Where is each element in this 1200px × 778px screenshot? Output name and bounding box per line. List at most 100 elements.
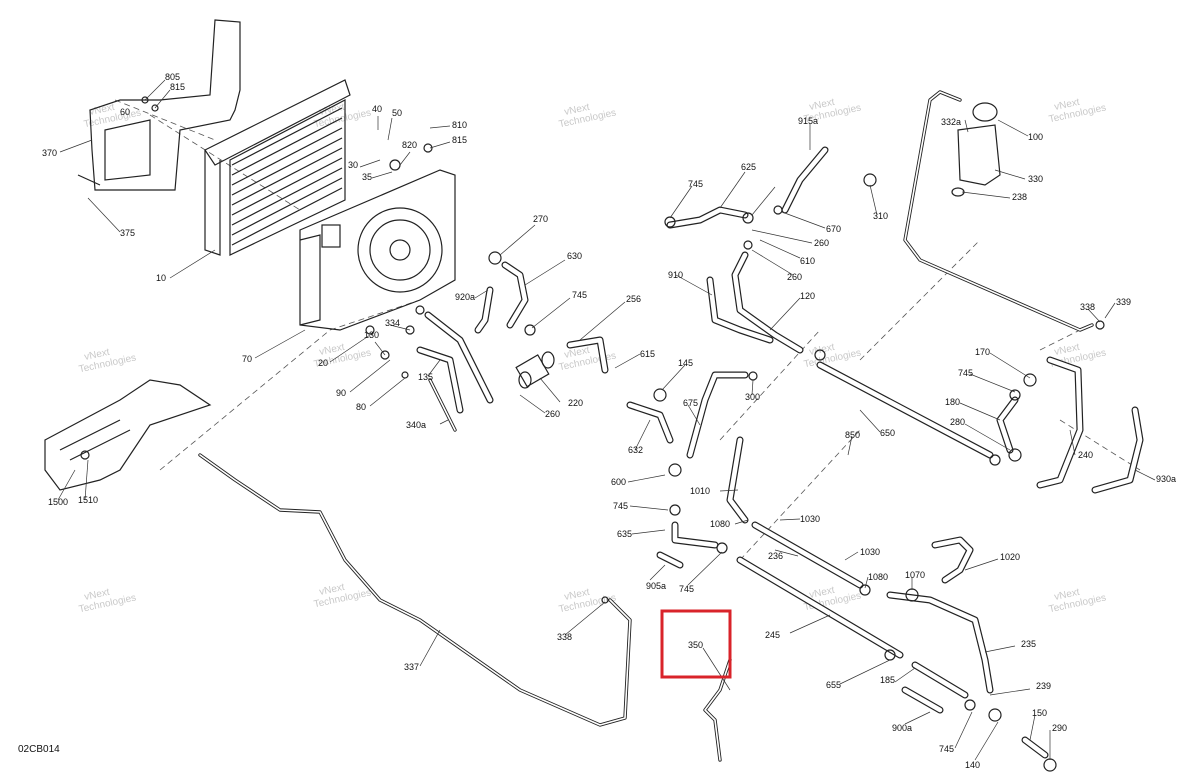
callout-610: 610 xyxy=(800,256,815,266)
callout-236: 236 xyxy=(768,551,783,561)
watermark-text: vNext xyxy=(563,345,591,361)
callout-1010: 1010 xyxy=(690,486,710,496)
callout-745: 745 xyxy=(939,744,954,754)
watermark-text: vNext xyxy=(88,102,116,118)
callout-632: 632 xyxy=(628,445,643,455)
leader-lines xyxy=(57,79,1156,761)
callout-338: 338 xyxy=(557,632,572,642)
callout-339: 339 xyxy=(1116,297,1131,307)
callout-375: 375 xyxy=(120,228,135,238)
callout-625: 625 xyxy=(741,162,756,172)
callout-1030: 1030 xyxy=(860,547,880,557)
watermark-text: vNext xyxy=(563,587,591,603)
callout-930a: 930a xyxy=(1156,474,1176,484)
callout-135: 135 xyxy=(418,372,433,382)
callout-1020: 1020 xyxy=(1000,552,1020,562)
callout-650: 650 xyxy=(880,428,895,438)
callout-256: 256 xyxy=(626,294,641,304)
callout-655: 655 xyxy=(826,680,841,690)
callout-615: 615 xyxy=(640,349,655,359)
callout-290: 290 xyxy=(1052,723,1067,733)
hoses xyxy=(416,146,1144,759)
fan-shroud-70 xyxy=(299,169,456,331)
callout-915a: 915a xyxy=(798,116,818,126)
callout-745: 745 xyxy=(958,368,973,378)
callout-140: 140 xyxy=(965,760,980,770)
callout-370: 370 xyxy=(42,148,57,158)
thermostat-220 xyxy=(515,351,555,389)
tube-332a xyxy=(903,90,1094,332)
callout-745: 745 xyxy=(572,290,587,300)
callout-745: 745 xyxy=(679,584,694,594)
callout-332a: 332a xyxy=(941,117,961,127)
watermark-text: vNext xyxy=(808,97,836,113)
callout-238: 238 xyxy=(1012,192,1027,202)
callout-1510: 1510 xyxy=(78,495,98,505)
skid-plate-1500 xyxy=(44,379,212,491)
callout-815: 815 xyxy=(170,82,185,92)
callout-240: 240 xyxy=(1078,450,1093,460)
highlight-box-350 xyxy=(660,609,732,679)
callout-910: 910 xyxy=(668,270,683,280)
callout-130: 130 xyxy=(364,330,379,340)
callout-337: 337 xyxy=(404,662,419,672)
callout-220: 220 xyxy=(568,398,583,408)
callout-745: 745 xyxy=(613,501,628,511)
callout-1500: 1500 xyxy=(48,497,68,507)
callout-1080: 1080 xyxy=(868,572,888,582)
callout-670: 670 xyxy=(826,224,841,234)
small-tubes xyxy=(428,378,732,762)
callout-80: 80 xyxy=(356,402,366,412)
callout-170: 170 xyxy=(975,347,990,357)
callout-905a: 905a xyxy=(646,581,666,591)
callout-310: 310 xyxy=(873,211,888,221)
watermark-text: vNext xyxy=(318,102,346,118)
callout-334: 334 xyxy=(385,318,400,328)
callout-100: 100 xyxy=(1028,132,1043,142)
callout-70: 70 xyxy=(242,354,252,364)
callout-280: 280 xyxy=(950,417,965,427)
callout-850: 850 xyxy=(845,430,860,440)
callout-1080: 1080 xyxy=(710,519,730,529)
callout-900a: 900a xyxy=(892,723,912,733)
callout-150: 150 xyxy=(1032,708,1047,718)
watermark-text: vNext xyxy=(83,587,111,603)
callout-745: 745 xyxy=(688,179,703,189)
callout-185: 185 xyxy=(880,675,895,685)
callout-1070: 1070 xyxy=(905,570,925,580)
callout-635: 635 xyxy=(617,529,632,539)
callout-340a: 340a xyxy=(406,420,426,430)
watermark-text: vNext xyxy=(808,585,836,601)
callout-30: 30 xyxy=(348,160,358,170)
callout-330: 330 xyxy=(1028,174,1043,184)
callout-260: 260 xyxy=(545,409,560,419)
clamps xyxy=(80,96,1105,772)
callout-815: 815 xyxy=(452,135,467,145)
callout-675: 675 xyxy=(683,398,698,408)
callout-810: 810 xyxy=(452,120,467,130)
callout-40: 40 xyxy=(372,104,382,114)
callout-270: 270 xyxy=(533,214,548,224)
callout-350: 350 xyxy=(688,640,703,650)
radiator-10 xyxy=(204,79,351,256)
coolant-tank-330 xyxy=(951,102,1001,197)
callout-10: 10 xyxy=(156,273,166,283)
diagram-code: 02CB014 xyxy=(18,744,60,755)
callout-235: 235 xyxy=(1021,639,1036,649)
callout-600: 600 xyxy=(611,477,626,487)
callout-239: 239 xyxy=(1036,681,1051,691)
callout-820: 820 xyxy=(402,140,417,150)
callout-20: 20 xyxy=(318,358,328,368)
callout-90: 90 xyxy=(336,388,346,398)
callout-180: 180 xyxy=(945,397,960,407)
callout-245: 245 xyxy=(765,630,780,640)
callout-50: 50 xyxy=(392,108,402,118)
callout-630: 630 xyxy=(567,251,582,261)
callout-805: 805 xyxy=(165,72,180,82)
watermark-text: vNext xyxy=(83,347,111,363)
callout-300: 300 xyxy=(745,392,760,402)
watermark-text: vNext xyxy=(318,342,346,358)
